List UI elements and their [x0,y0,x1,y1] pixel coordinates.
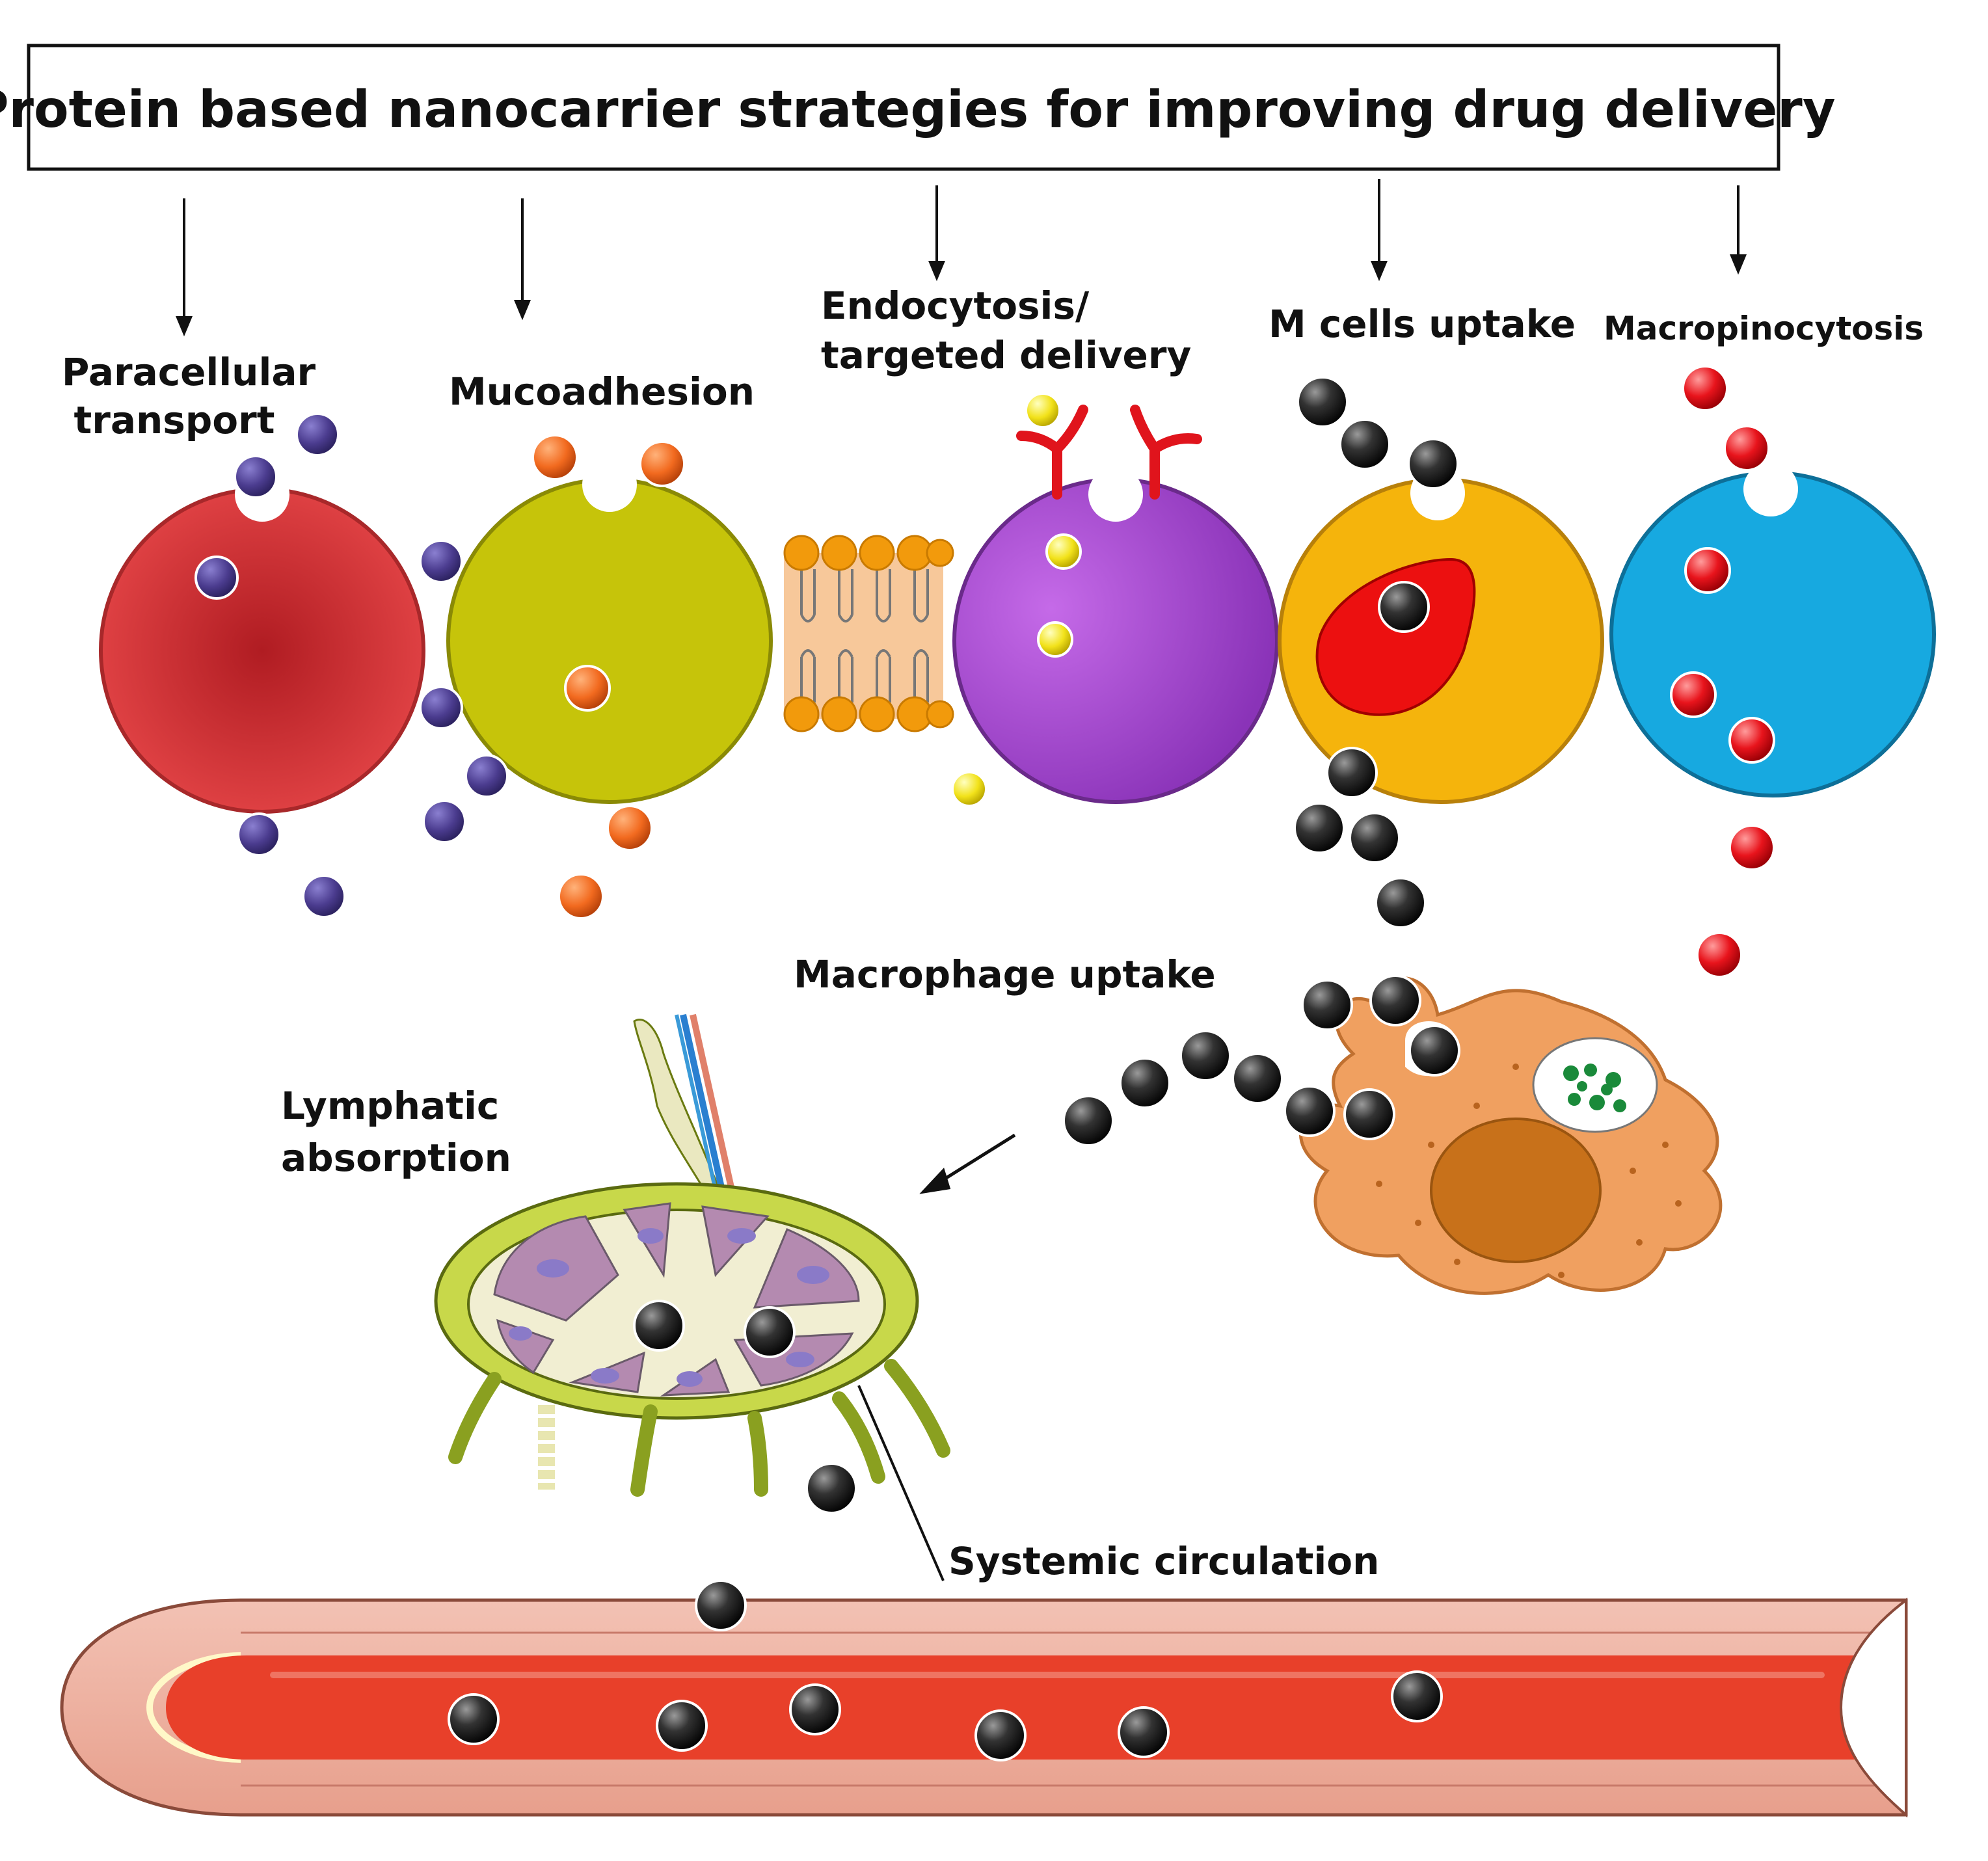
label-lymphatic-line1: Lymphatic [281,1084,499,1128]
yellow-particle [1045,533,1082,570]
red-particle [1696,931,1743,978]
black-particle [1391,1670,1443,1722]
red-particle [1684,547,1731,594]
lymph-node [434,1013,950,1497]
purple-particle [464,754,509,798]
black-particle [1408,1024,1460,1077]
black-particle [1378,581,1430,633]
receptors [1016,405,1202,500]
black-particle [1119,1057,1171,1109]
black-particle [1062,1095,1114,1147]
purple-particle [422,799,466,844]
black-particle [805,1462,857,1514]
black-particle [1349,812,1401,864]
purple-particle [237,812,281,857]
diagram-title: Protein based nanocarrier strategies for… [0,81,1836,139]
nanoparticles [195,365,1775,1761]
black-particle [448,1693,500,1745]
label-endocytosis-line1: Endocytosis/ [821,284,1090,328]
paracellular-cell [99,467,425,814]
macrophage-to-lymph-arrow [919,1133,1016,1194]
orange-particle [531,434,578,481]
black-particle [1326,747,1378,799]
orange-particle [606,805,653,851]
orange-particle [557,873,604,920]
label-macropinocytosis: Macropinocytosis [1604,310,1924,347]
purple-particle [419,539,463,583]
purple-particle [295,412,340,457]
orange-particle [639,440,686,487]
purple-particle [195,556,239,600]
black-particle [974,1709,1027,1761]
label-m-cells: M cells uptake [1269,302,1576,346]
red-particle [1728,717,1775,764]
lipid-bilayer [783,535,954,732]
black-particle [1343,1088,1395,1140]
yellow-particle [1025,392,1061,429]
label-paracellular-line1: Paracellular [62,350,316,394]
black-particle [744,1306,796,1358]
label-endocytosis-line2: targeted delivery [821,333,1191,377]
strategy-arrows [176,179,1747,337]
red-particle [1670,671,1717,718]
black-particle [695,1579,747,1631]
black-particle [1339,418,1391,470]
macrophage [1299,976,1723,1295]
black-particle [1301,979,1353,1031]
black-particle [1231,1052,1283,1105]
label-lymphatic-line2: absorption [281,1136,511,1180]
black-particle [1375,877,1427,929]
black-particle [656,1700,708,1752]
black-particle [1296,376,1349,428]
red-particle [1682,365,1728,412]
black-particle [1179,1030,1231,1082]
black-particle [1283,1085,1336,1137]
systemic-pointer-line [857,1385,945,1581]
label-paracellular-line2: transport [74,398,275,442]
label-macrophage-uptake: Macrophage uptake [794,952,1216,997]
label-systemic-circulation: Systemic circulation [948,1539,1379,1583]
black-particle [789,1683,841,1735]
endocytosis-cell [952,467,1279,804]
yellow-particle [951,771,987,807]
yellow-particle [1037,621,1073,658]
blood-vessel [60,1597,1908,1818]
label-mucoadhesion: Mucoadhesion [449,369,755,414]
m-cell [1278,466,1604,804]
black-particle [1118,1706,1170,1758]
black-particle [1407,438,1459,490]
red-particle [1723,425,1770,472]
mucoadhesion-cell [446,457,773,804]
black-particle [633,1300,685,1352]
title-box [27,44,1780,171]
black-particle [1293,802,1345,854]
purple-particle [234,455,278,499]
purple-particle [302,874,346,918]
orange-particle [564,665,611,712]
red-particle [1728,824,1775,871]
black-particle [1369,974,1421,1026]
purple-particle [419,686,463,730]
